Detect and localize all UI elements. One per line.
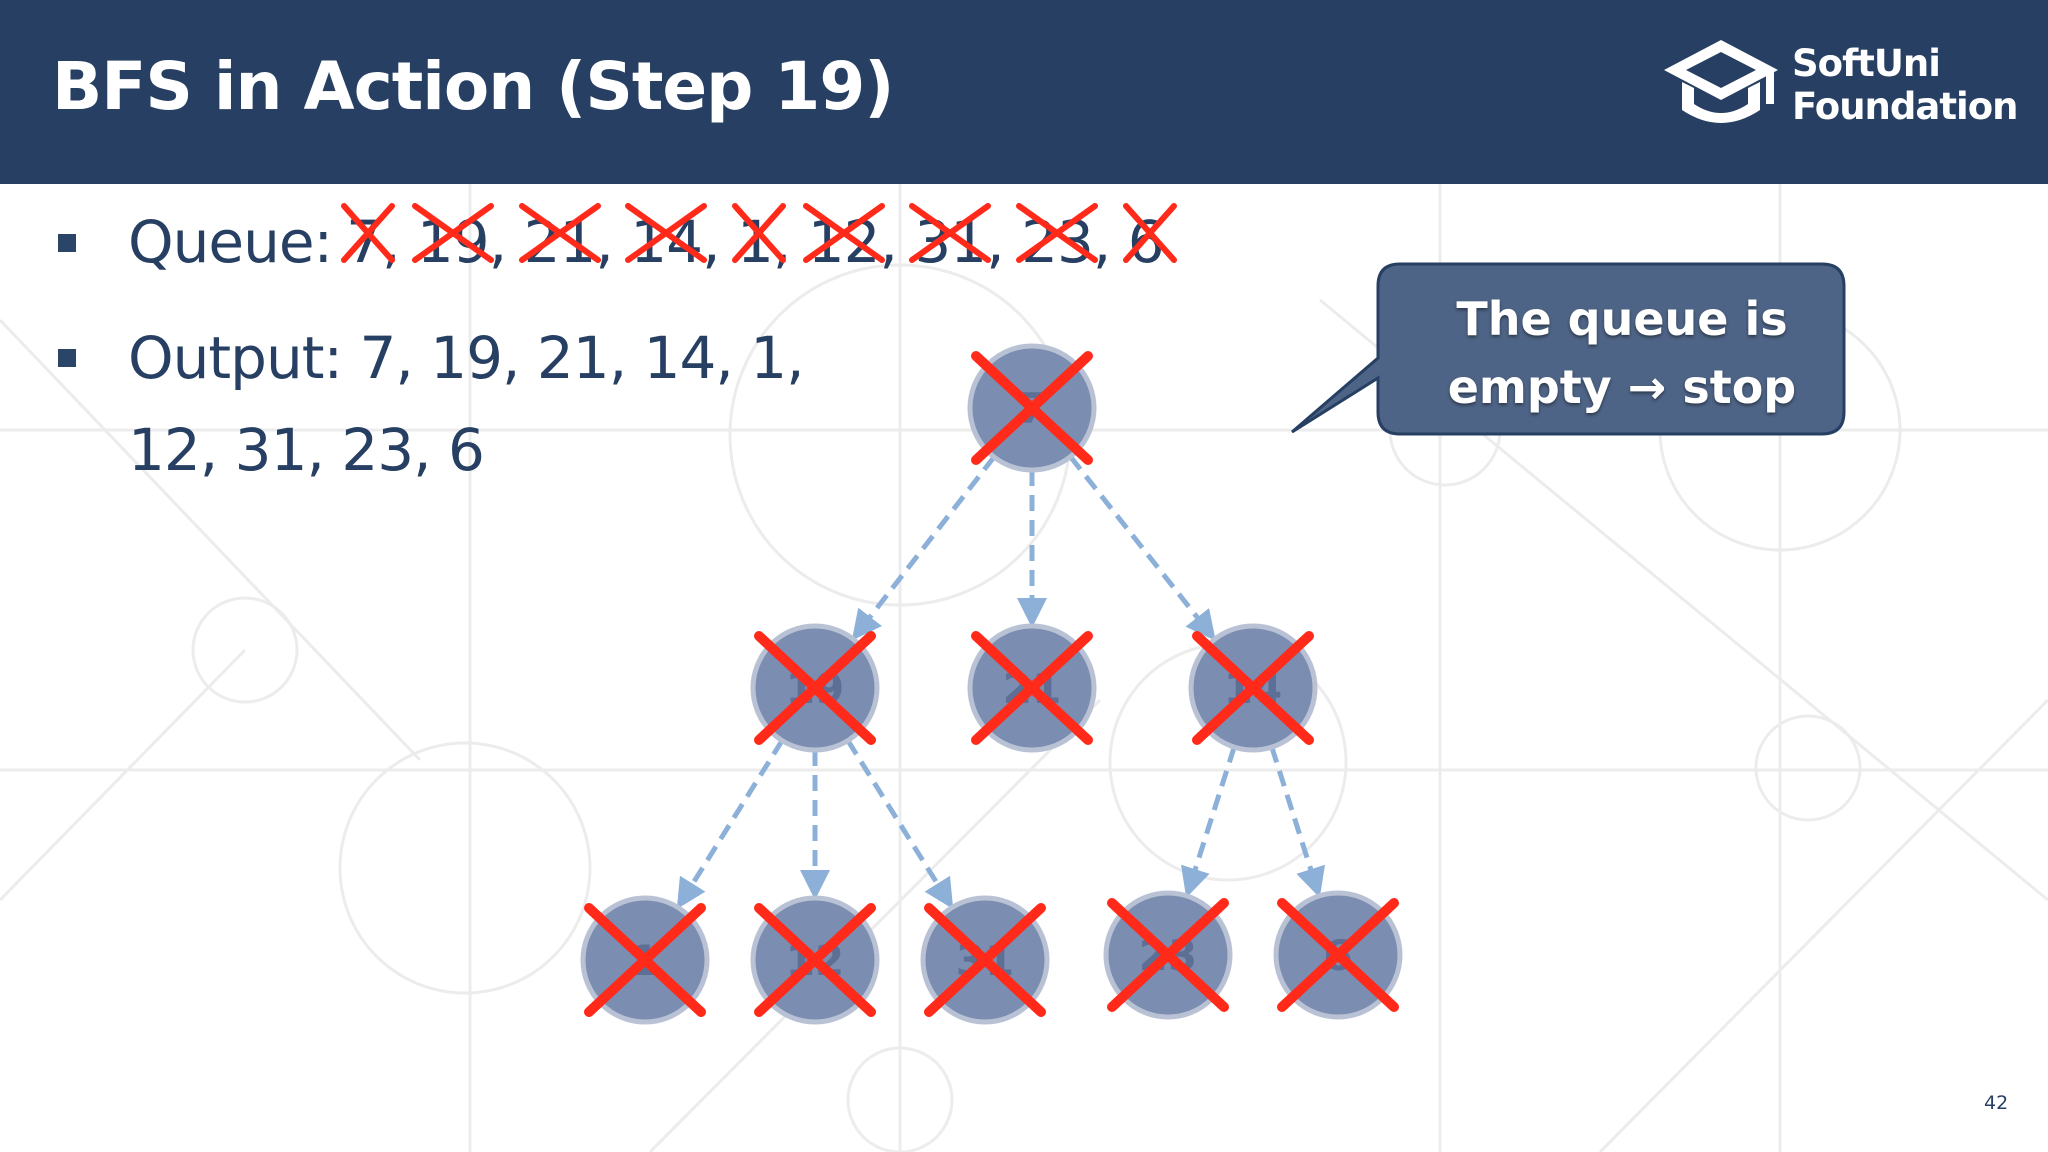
cross-out-mark <box>731 203 786 263</box>
tree-edge-19-1 <box>676 739 785 910</box>
queue-label: Queue: <box>128 208 333 276</box>
node-visited-cross <box>924 903 1046 1017</box>
node-visited-cross <box>971 631 1093 745</box>
output-bullet <box>58 349 76 367</box>
output-values-line1: 7, 19, 21, 14, 1, <box>359 324 804 392</box>
callout-line1: The queue is <box>1456 292 1788 346</box>
tree-node-21: 21 <box>967 623 1097 753</box>
queue-line: Queue: 7, 19, 21, 14, 1, 12, 31, 23, 6 <box>128 203 1177 276</box>
graduation-cap-icon <box>1664 40 1778 123</box>
cross-out-mark <box>909 203 992 263</box>
node-visited-cross <box>754 903 876 1017</box>
cross-out-mark <box>518 203 601 263</box>
node-visited-cross <box>1277 898 1399 1012</box>
queue-items: 7, 19, 21, 14, 1, 12, 31, 23, 6 <box>341 203 1177 276</box>
queue-item: 14 <box>625 203 708 276</box>
tree-edge-7-14 <box>1068 455 1216 641</box>
tree-node-6: 6 <box>1273 890 1403 1020</box>
tree-node-1: 1 <box>580 895 710 1025</box>
queue-item: 7 <box>341 203 396 276</box>
cross-out-mark <box>625 203 708 263</box>
logo-line2: Foundation <box>1792 85 2018 128</box>
queue-separator: , <box>772 208 808 276</box>
cross-out-mark <box>411 203 494 263</box>
node-visited-cross <box>1192 631 1314 745</box>
page-number: 42 <box>1984 1092 2009 1114</box>
queue-bullet <box>58 234 76 252</box>
queue-item: 23 <box>1016 203 1099 276</box>
slide-title: BFS in Action (Step 19) <box>52 48 894 125</box>
tree-node-7: 7 <box>967 343 1097 473</box>
cross-out-mark <box>802 203 885 263</box>
logo-line1: SoftUni <box>1792 42 1941 85</box>
node-visited-cross <box>754 631 876 745</box>
callout-bubble <box>1291 262 1846 436</box>
queue-item: 21 <box>518 203 601 276</box>
tree-node-14: 14 <box>1188 623 1318 753</box>
output-line1: Output: 7, 19, 21, 14, 1, <box>128 324 805 392</box>
output-label: Output: <box>128 324 343 392</box>
tree-node-31: 31 <box>920 895 1050 1025</box>
cross-out-mark <box>1016 203 1099 263</box>
queue-separator: , <box>382 208 417 276</box>
queue-item: 31 <box>909 203 992 276</box>
queue-item: 1 <box>731 203 786 276</box>
queue-item: 12 <box>802 203 885 276</box>
tree-node-23: 23 <box>1103 890 1233 1020</box>
tree-edge-14-23 <box>1181 746 1237 898</box>
node-visited-cross <box>971 351 1093 465</box>
queue-item: 6 <box>1122 203 1177 276</box>
cross-out-mark <box>341 203 396 263</box>
callout-line2: empty → stop <box>1447 360 1797 414</box>
tree-edge-7-19 <box>851 455 996 641</box>
tree-edge-14-6 <box>1269 746 1325 898</box>
tree-node-12: 12 <box>750 895 880 1025</box>
callout-text: The queue is empty → stop <box>1402 285 1842 421</box>
softuni-logo: SoftUni Foundation <box>1656 36 2026 136</box>
tree-node-19: 19 <box>750 623 880 753</box>
tree-edge-19-31 <box>845 739 954 910</box>
node-visited-cross <box>584 903 706 1017</box>
cross-out-mark <box>1122 203 1177 263</box>
node-visited-cross <box>1107 898 1229 1012</box>
output-values-line2: 12, 31, 23, 6 <box>128 416 485 484</box>
queue-item: 19 <box>411 203 494 276</box>
